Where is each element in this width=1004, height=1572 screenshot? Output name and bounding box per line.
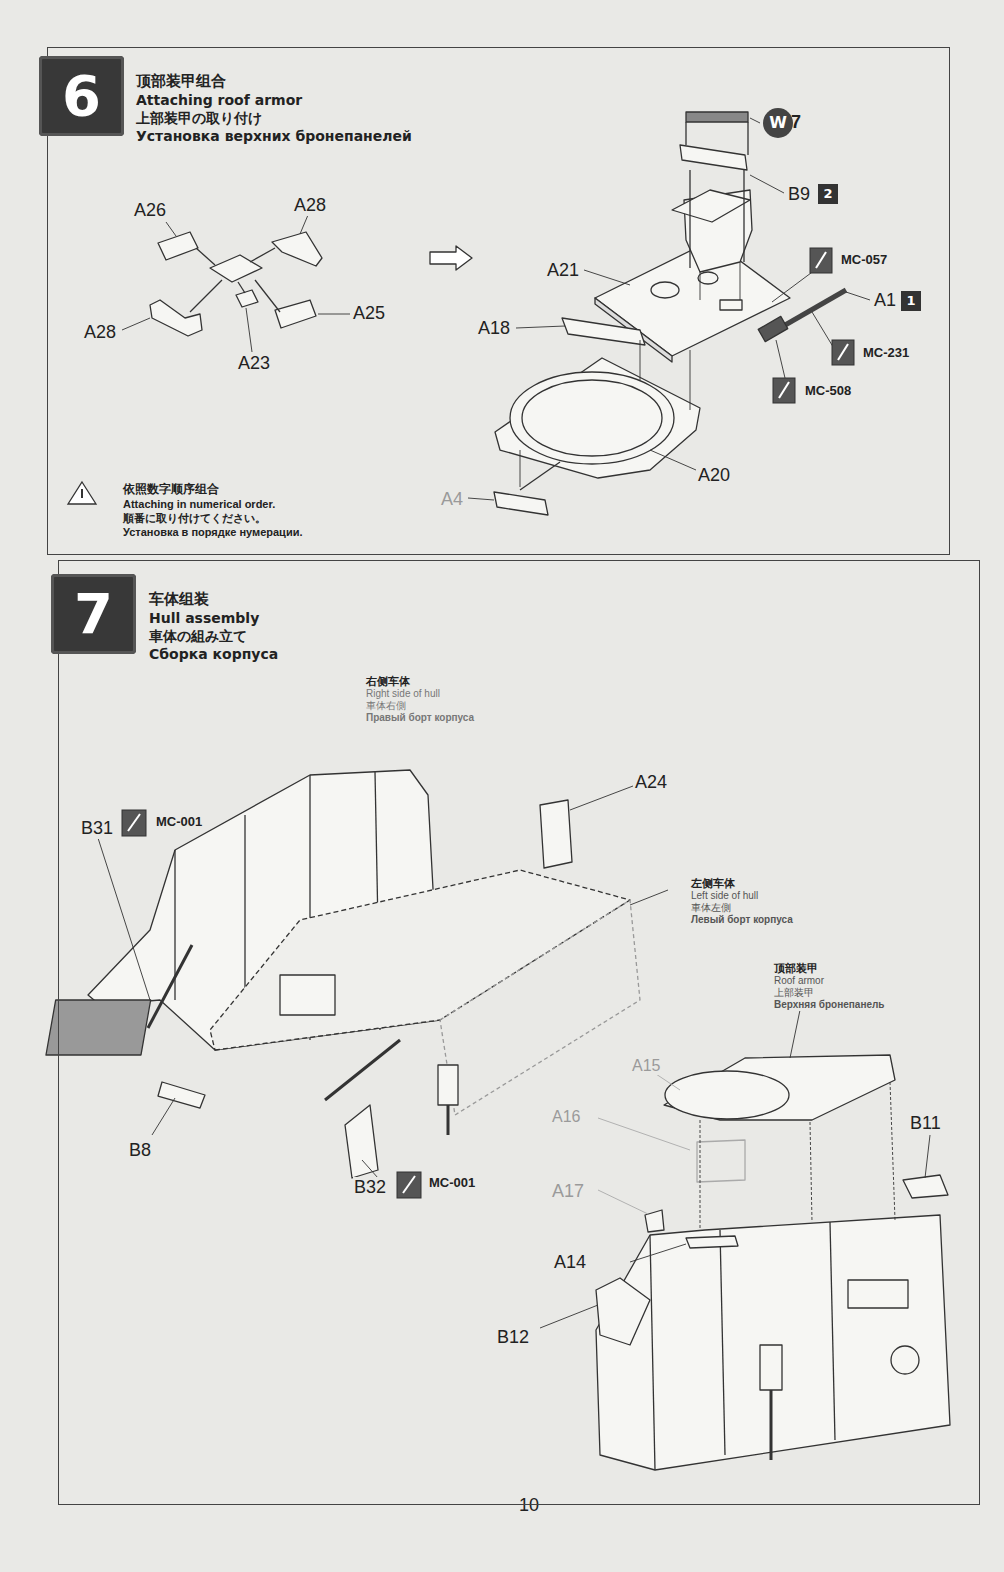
page-number: 10 xyxy=(518,1495,540,1516)
part-label: B32 xyxy=(353,1177,387,1198)
part-label: B31 xyxy=(80,818,114,839)
part-label: 車体左側 xyxy=(690,902,732,914)
part-label: B9 xyxy=(787,184,811,205)
material-circle: W xyxy=(763,108,793,138)
part-label: Верхняя бронепанель xyxy=(773,999,886,1011)
part-label: 右侧车体 xyxy=(365,675,411,688)
part-label: MC-508 xyxy=(804,384,852,399)
quantity-box: 2 xyxy=(818,184,838,204)
badge-text: W xyxy=(763,108,793,138)
part-label: MC-001 xyxy=(155,815,203,830)
part-label: A26 xyxy=(133,200,167,221)
part-label: A18 xyxy=(477,318,511,339)
note-text: 順番に取り付けてください。 xyxy=(122,512,267,525)
part-label: A21 xyxy=(546,260,580,281)
part-label: MC-001 xyxy=(428,1176,476,1191)
part-label: A28 xyxy=(293,195,327,216)
part-label: Правый борт корпуса xyxy=(365,712,475,724)
badge-text: 1 xyxy=(901,291,921,311)
step-title: 顶部装甲组合 xyxy=(136,73,226,90)
step-number: 6 xyxy=(39,56,124,136)
part-label: A16 xyxy=(551,1108,581,1126)
part-label: Roof armor xyxy=(773,975,825,987)
part-label: B11 xyxy=(909,1113,942,1134)
part-label: A4 xyxy=(440,489,464,510)
part-label: A25 xyxy=(352,303,386,324)
part-label: MC-231 xyxy=(862,346,910,361)
quantity-box: 1 xyxy=(901,291,921,311)
part-label: B12 xyxy=(496,1327,530,1348)
part-label: A23 xyxy=(237,353,271,374)
step-title: 車体の組み立て xyxy=(149,628,247,644)
note-text: Установка в порядке нумерации. xyxy=(122,526,303,539)
badge-text: 2 xyxy=(818,184,838,204)
part-label: A14 xyxy=(553,1252,587,1273)
part-label: 上部装甲 xyxy=(773,987,815,999)
part-label: 顶部装甲 xyxy=(773,962,819,975)
part-label: A17 xyxy=(551,1181,585,1202)
step-title: Установка верхних бронепанелей xyxy=(136,128,412,144)
part-label: Left side of hull xyxy=(690,890,759,902)
part-label: A15 xyxy=(631,1057,661,1075)
step-title: Attaching roof armor xyxy=(136,92,302,108)
note-text: 依照数字顺序组合 xyxy=(122,483,220,497)
part-label: Right side of hull xyxy=(365,688,441,700)
note-text: Attaching in numerical order. xyxy=(122,498,276,511)
part-label: B8 xyxy=(128,1140,152,1161)
step-title: Hull assembly xyxy=(149,610,259,626)
part-label: A24 xyxy=(634,772,668,793)
part-label: 左侧车体 xyxy=(690,877,736,890)
step-panel: 7车体组装Hull assembly車体の組み立てСборка корпуса xyxy=(58,560,980,1505)
step-panel: 6顶部装甲组合Attaching roof armor上部装甲の取り付けУста… xyxy=(47,47,950,555)
step-title: 上部装甲の取り付け xyxy=(136,110,262,126)
part-label: A1 xyxy=(873,290,897,311)
part-label: MC-057 xyxy=(840,253,888,268)
part-label: A28 xyxy=(83,322,117,343)
part-label: 車体右側 xyxy=(365,700,407,712)
part-label: Левый борт корпуса xyxy=(690,914,794,926)
part-label: A20 xyxy=(697,465,731,486)
step-title: Сборка корпуса xyxy=(149,646,278,662)
step-number: 7 xyxy=(51,574,136,654)
step-title: 车体组装 xyxy=(149,591,209,608)
